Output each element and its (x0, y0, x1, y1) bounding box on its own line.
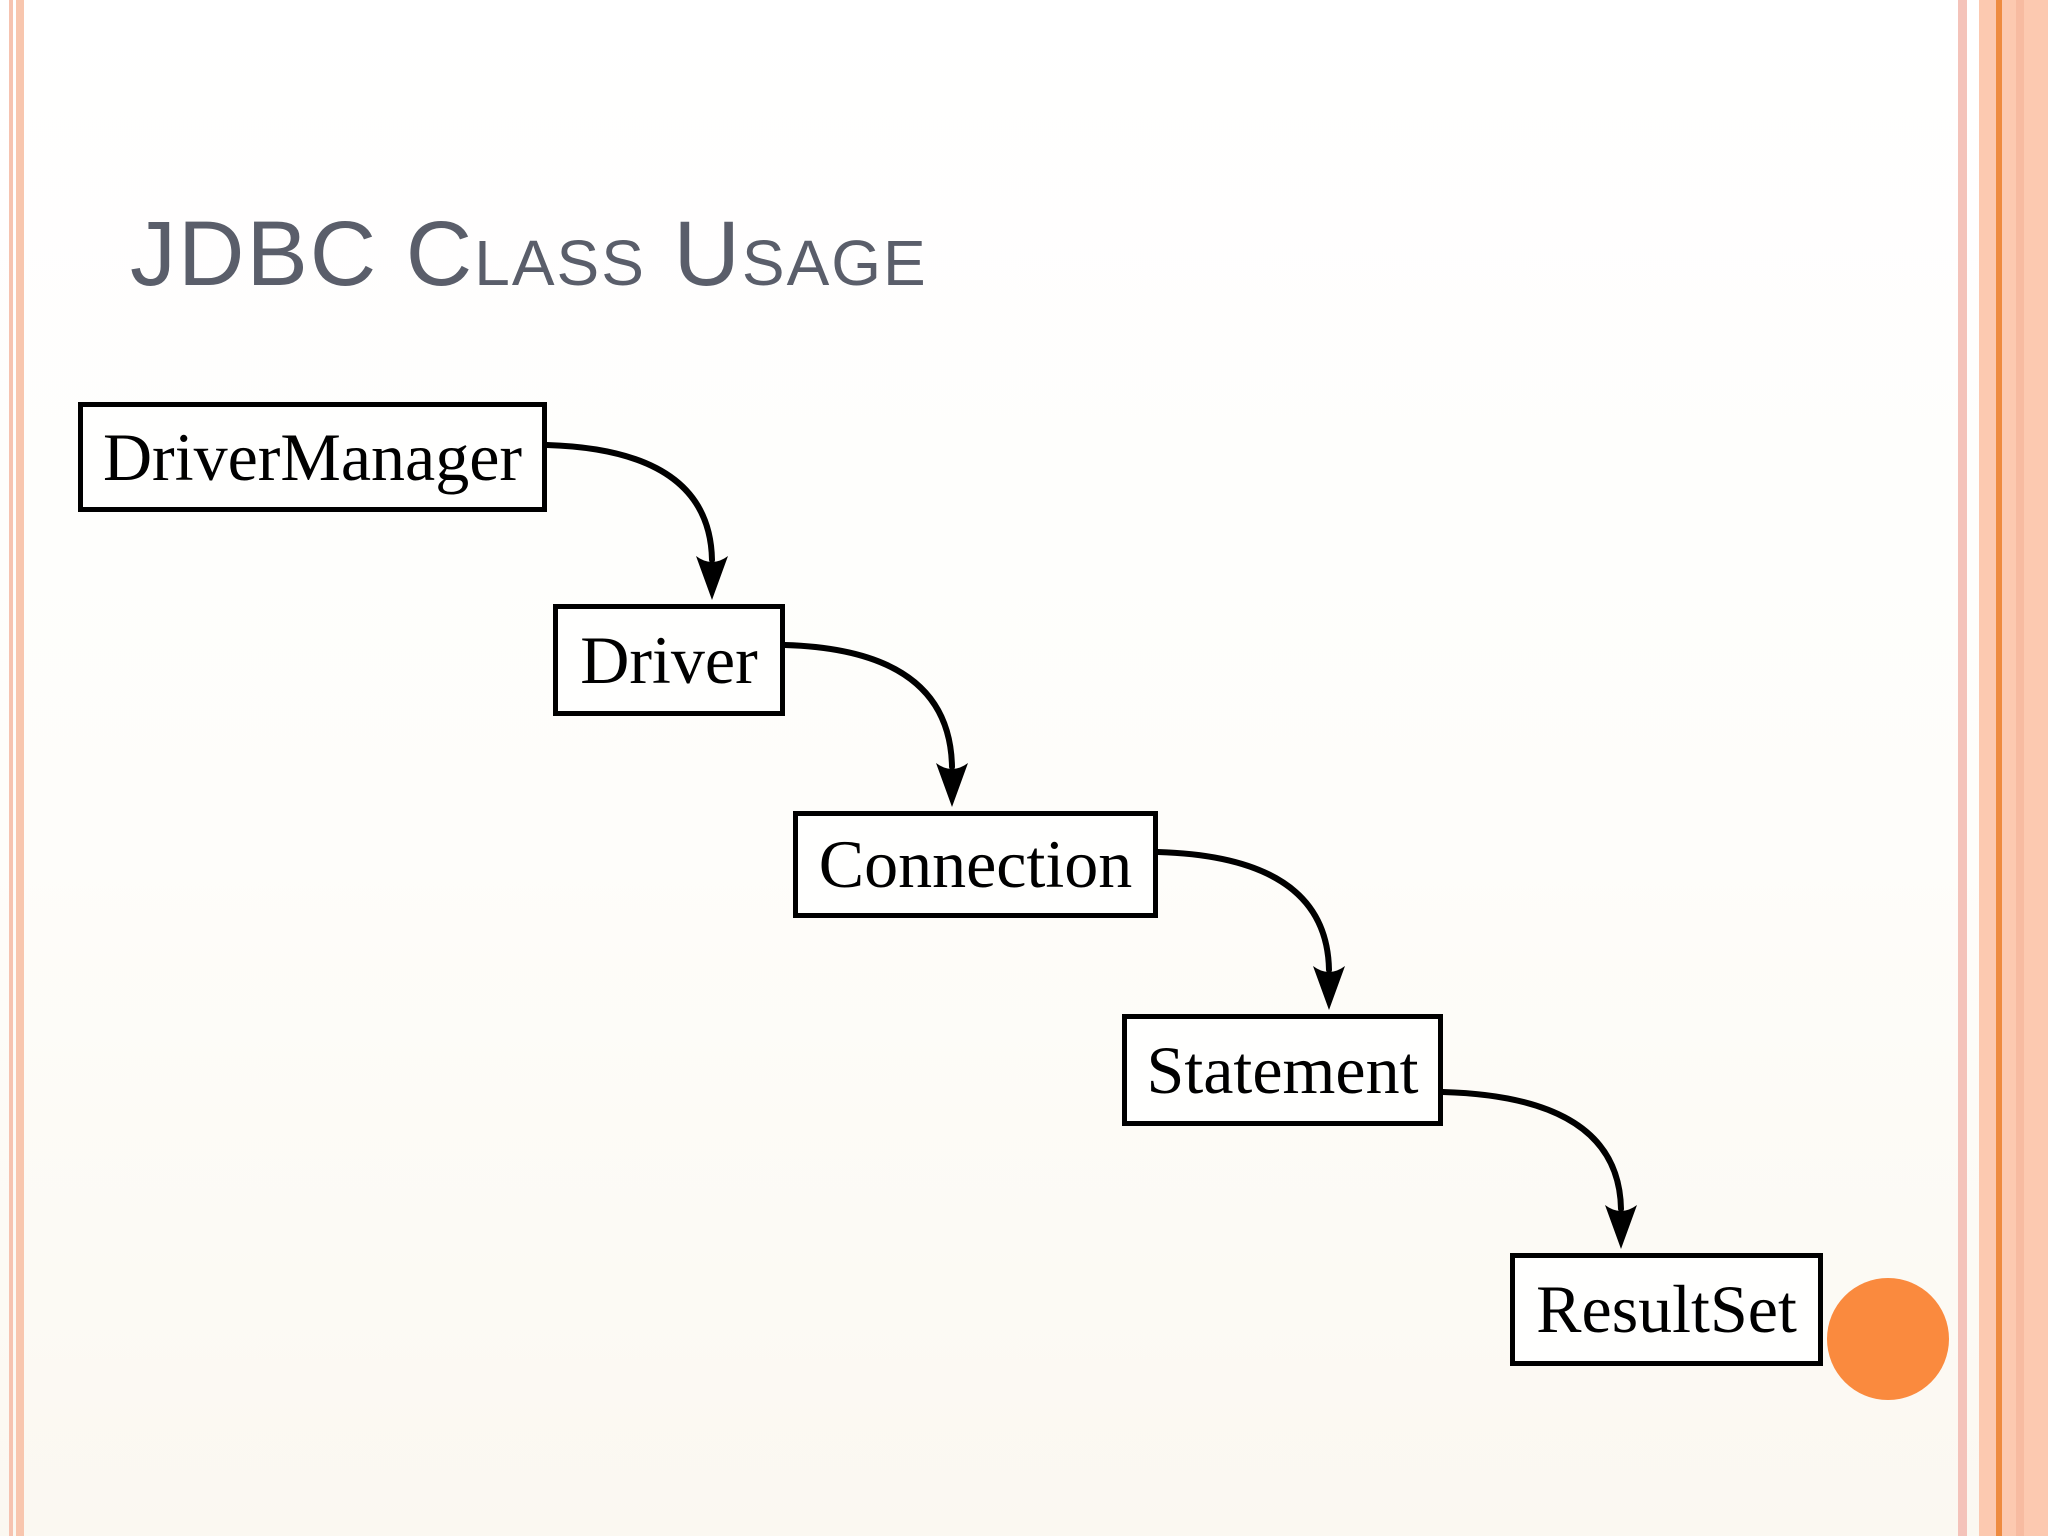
right-border-peach-band (1979, 0, 2048, 1536)
right-border-stripe-orange (1996, 0, 2002, 1536)
left-border-stripe-thin (9, 0, 13, 1536)
node-label: DriverManager (102, 418, 523, 495)
arrow-connection-to-statement (1155, 849, 1345, 1010)
node-label: Driver (580, 621, 758, 698)
node-drivermanager: DriverManager (78, 402, 547, 512)
right-border-stripe-peach-dark (2016, 0, 2024, 1536)
node-resultset: ResultSet (1510, 1253, 1823, 1366)
arrow-drivermanager-to-driver (544, 442, 728, 600)
orange-circle-decoration (1827, 1278, 1949, 1400)
node-label: ResultSet (1536, 1271, 1797, 1347)
node-label: Statement (1146, 1031, 1419, 1108)
arrow-statement-to-resultset (1440, 1089, 1637, 1249)
node-connection: Connection (793, 811, 1158, 918)
node-driver: Driver (553, 604, 785, 716)
right-border-stripe-pink (1958, 0, 1967, 1536)
node-label: Connection (818, 826, 1133, 902)
slide-title: JDBC Class Usage (130, 203, 928, 305)
arrow-driver-to-connection (782, 642, 968, 807)
node-statement: Statement (1122, 1014, 1443, 1126)
left-border-stripe-thick (16, 0, 24, 1536)
